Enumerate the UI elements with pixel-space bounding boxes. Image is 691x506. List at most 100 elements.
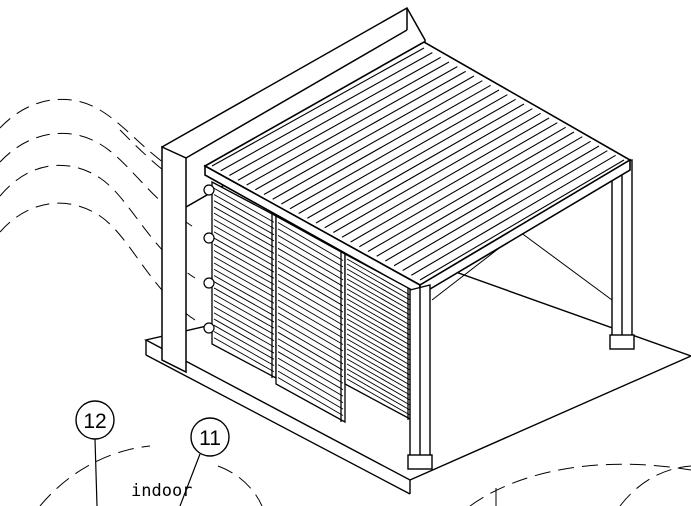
panel-slat <box>213 200 275 236</box>
panel-slat <box>346 298 411 336</box>
panel-slat <box>213 225 275 261</box>
panel-slat <box>346 318 411 356</box>
panel-slat <box>277 247 344 287</box>
roof-louvre-blade <box>229 56 441 176</box>
panel-slat <box>346 263 411 301</box>
roof-louvre-blade <box>359 126 566 248</box>
panel-slat <box>277 377 344 416</box>
callout-12: 12 <box>75 400 115 506</box>
panel-slat <box>277 241 344 281</box>
panel-slat <box>277 364 344 404</box>
roof-louvre-blade <box>281 84 491 205</box>
panel-slat <box>346 273 411 311</box>
panel-slat <box>277 331 344 371</box>
panel-slat <box>346 278 411 316</box>
roof-louvre-blade <box>350 122 558 243</box>
panel-slat <box>277 273 344 313</box>
panel-slat <box>277 254 344 294</box>
panel-slat <box>213 312 275 348</box>
panel-slat <box>213 299 275 335</box>
panel-slat <box>213 337 275 373</box>
callout-11: 11 indoor <box>131 417 230 506</box>
panel-slat <box>346 268 411 306</box>
panel-slat <box>213 237 275 273</box>
roof-louvre-blade <box>411 154 616 276</box>
panel-slat <box>213 293 275 329</box>
roof-louvre-blade <box>263 75 475 195</box>
panel-slat <box>213 231 275 267</box>
roof-louvre-blade <box>307 98 516 219</box>
panel-slat <box>346 283 411 321</box>
roof-louvres <box>211 47 625 281</box>
panel-slat <box>277 280 344 320</box>
panel-slat <box>213 206 275 242</box>
panel-slat <box>346 323 411 361</box>
panel-slat <box>346 313 411 351</box>
roof-louvre-blade <box>237 61 450 181</box>
roof-louvre-blade <box>333 112 541 233</box>
panel-slat <box>213 194 275 229</box>
front-left-post <box>407 284 433 470</box>
panel-slat <box>277 267 344 307</box>
panel-slat <box>277 351 344 391</box>
panel-slat <box>213 275 275 310</box>
roof-louvre-blade <box>385 140 591 262</box>
sliding-louvre-panels <box>211 180 413 424</box>
panel-slat <box>213 324 275 360</box>
panel-slat <box>213 212 275 248</box>
panel-slat <box>213 281 275 317</box>
panel-slat <box>213 268 275 304</box>
panel-slat <box>346 333 411 371</box>
roof-louvre-blade <box>289 89 500 210</box>
roof-louvre-blade <box>402 150 608 271</box>
panel-slat <box>277 312 344 352</box>
panel-slat <box>277 306 344 345</box>
panel-slat <box>346 353 411 391</box>
callout-12-number: 12 <box>83 410 106 433</box>
roof-louvre-blade <box>298 94 508 214</box>
callout-11-circle <box>190 417 230 457</box>
panel-slat <box>277 318 344 358</box>
panel-slat <box>213 256 275 292</box>
panel-slat <box>277 228 344 268</box>
panel-slat <box>213 287 275 323</box>
callout-11-number: 11 <box>199 427 221 450</box>
panel-slat <box>346 358 411 396</box>
panel-slat <box>213 243 275 279</box>
panel-slat <box>213 218 275 254</box>
panel-slat <box>346 338 411 376</box>
roof-louvre-blade <box>393 145 600 267</box>
panel-slat <box>277 260 344 300</box>
roof-louvre-blade <box>341 117 550 238</box>
panel-slat <box>346 328 411 366</box>
front-right-post <box>609 159 635 350</box>
bottom-airflow-arcs <box>39 445 691 506</box>
airflow-lines <box>0 98 196 321</box>
roof-louvre-blade <box>246 66 458 186</box>
panel-slat <box>277 357 344 397</box>
panel-slat <box>346 363 411 401</box>
panel-slat <box>213 262 275 298</box>
panel-slat <box>277 222 344 261</box>
roof-louvre-blade <box>272 80 483 200</box>
panel-slat <box>346 258 411 296</box>
indoor-label: indoor <box>131 481 192 501</box>
roof-louvre-blade <box>324 108 533 229</box>
roof-louvre-blade <box>211 47 425 167</box>
panel-slat <box>346 373 411 411</box>
panel-slat <box>346 308 411 346</box>
panel-slat <box>346 288 411 326</box>
wall-brackets <box>203 184 215 334</box>
roof-louvre-blade <box>376 136 583 257</box>
panel-slat <box>346 343 411 381</box>
panel-slat <box>213 318 275 354</box>
panel-slat <box>277 344 344 384</box>
roof-louvre-blade <box>315 103 525 224</box>
panel-slat <box>346 368 411 406</box>
panel-slat <box>277 293 344 332</box>
panel-slat <box>277 286 344 326</box>
panel-slat <box>213 331 275 366</box>
panel-slat <box>346 378 411 416</box>
panel-slat <box>277 325 344 365</box>
roof-louvre-blade <box>419 159 625 281</box>
